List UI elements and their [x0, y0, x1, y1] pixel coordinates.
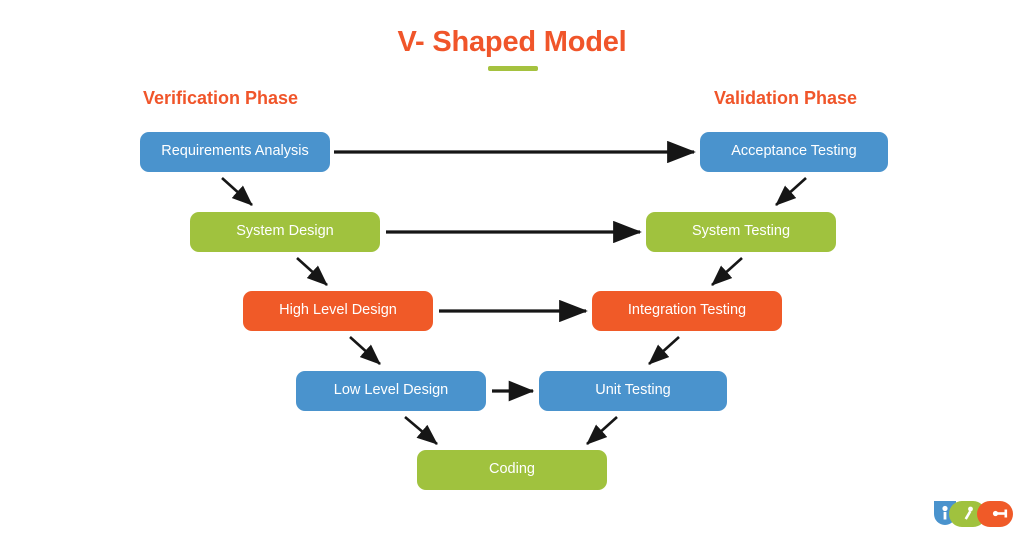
- connector-hld-to-lld: [349, 336, 381, 365]
- node-requirements-analysis[interactable]: Requirements Analysis: [140, 132, 330, 172]
- node-label: High Level Design: [279, 302, 397, 319]
- connector-system-design-to-hld: [296, 257, 328, 286]
- connector-unit-to-coding: [586, 416, 618, 445]
- node-unit-testing[interactable]: Unit Testing: [539, 371, 727, 411]
- d-shape-icon: [977, 501, 1013, 527]
- connector-acceptance-to-system-testing: [775, 177, 807, 206]
- node-label: System Testing: [691, 223, 791, 240]
- node-label: Low Level Design: [333, 382, 449, 399]
- node-label: Acceptance Testing: [731, 143, 857, 160]
- leaf-icon: [949, 501, 986, 527]
- logo-cluster[interactable]: [932, 499, 1016, 527]
- node-integration-testing[interactable]: Integration Testing: [592, 291, 782, 331]
- node-label: Unit Testing: [595, 382, 671, 399]
- page-title: V- Shaped Model: [397, 26, 627, 58]
- phase-label-verification: Verification Phase: [143, 88, 299, 108]
- node-high-level-design[interactable]: High Level Design: [243, 291, 433, 331]
- connector-system-testing-to-integration: [711, 257, 743, 286]
- node-low-level-design[interactable]: Low Level Design: [296, 371, 486, 411]
- connector-integration-to-unit: [648, 336, 680, 365]
- node-label: Requirements Analysis: [161, 143, 309, 160]
- node-system-design[interactable]: System Design: [190, 212, 380, 252]
- node-label: Integration Testing: [627, 302, 747, 319]
- node-label: System Design: [236, 223, 334, 240]
- node-system-testing[interactable]: System Testing: [646, 212, 836, 252]
- phase-label-validation: Validation Phase: [714, 88, 858, 108]
- connector-requirements-to-system-design: [221, 177, 253, 206]
- connector-lld-to-coding: [404, 416, 438, 445]
- node-label: Coding: [489, 461, 535, 478]
- node-coding[interactable]: Coding: [417, 450, 607, 490]
- node-acceptance-testing[interactable]: Acceptance Testing: [700, 132, 888, 172]
- title-underline: [488, 66, 538, 71]
